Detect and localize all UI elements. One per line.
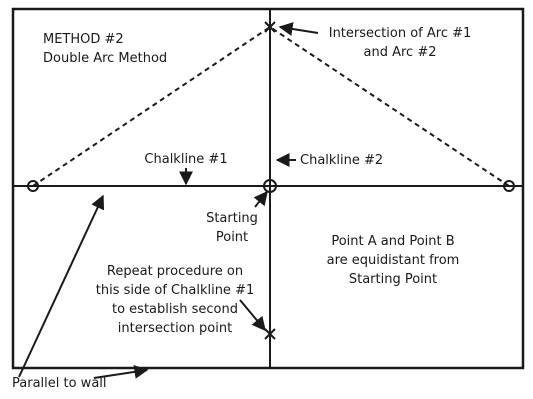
repeat-label-line-2: this side of Chalkline #1 (96, 283, 254, 298)
repeat-label-line-1: Repeat procedure on (107, 264, 243, 279)
intersection-x-mark-bottom (264, 328, 276, 340)
intersection-x-mark-top (264, 21, 276, 33)
title-line-1: METHOD #2 (43, 32, 124, 47)
point-b-marker (503, 180, 515, 192)
repeat-label-line-3: to establish second (112, 302, 238, 317)
chalkline-2-label: Chalkline #2 (300, 153, 383, 168)
equidistant-label-line-3: Starting Point (349, 272, 437, 287)
equidistant-label-line-2: are equidistant from (327, 253, 460, 268)
point-a-marker (27, 180, 39, 192)
starting-point-arrow (253, 190, 268, 208)
starting-point-marker (263, 179, 277, 193)
repeat-label-line-4: intersection point (118, 321, 232, 336)
arc-line-right (269, 26, 510, 187)
title-line-2: Double Arc Method (43, 51, 167, 66)
equidistant-label-line-1: Point A and Point B (331, 234, 454, 249)
parallel-arrow-diagonal (18, 194, 105, 378)
parallel-to-wall-label: Parallel to wall (12, 376, 107, 391)
repeat-procedure-arrow (239, 299, 266, 332)
starting-point-label-line-1: Starting (206, 211, 258, 226)
chalkline-1-label: Chalkline #1 (144, 152, 227, 167)
starting-point-label-line-2: Point (216, 230, 248, 245)
room-outline (11, 7, 525, 370)
intersection-label-line-1: Intersection of Arc #1 (329, 26, 472, 41)
arc-line-left (32, 26, 271, 187)
intersection-label-line-2: and Arc #2 (364, 45, 437, 60)
intersection-arrow (278, 22, 319, 36)
parallel-arrow-horizontal (93, 364, 149, 379)
